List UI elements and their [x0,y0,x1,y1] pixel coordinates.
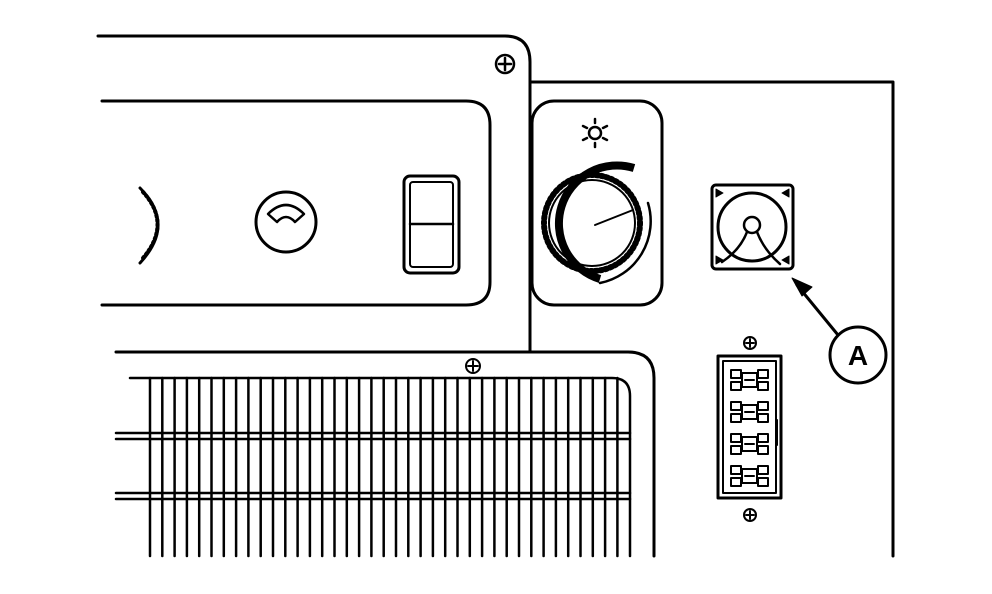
upper-control-panel [96,34,532,354]
power-connector [710,183,795,271]
dial-partial [138,186,160,265]
sun-icon [581,117,609,149]
terminal-block [730,465,769,487]
screw-icon [743,336,757,350]
rocker-switch [402,174,461,275]
terminal-block [730,433,769,455]
thermostat-knob [541,172,643,274]
terminal-blocks [730,369,769,487]
grille-panel [114,350,656,558]
gauge-icon [254,190,318,254]
screw-icon [494,53,516,75]
terminal-block [730,401,769,423]
control-bezel [100,99,492,307]
terminal-block [730,369,769,391]
callout-a: A [791,277,888,385]
screw-icon [743,508,757,522]
right-housing [528,80,895,558]
screw-icon [465,358,481,374]
callout-a-label: A [848,340,868,371]
grille-bars [148,376,619,558]
thermostat-control [530,99,664,307]
terminal-strip [716,336,783,522]
